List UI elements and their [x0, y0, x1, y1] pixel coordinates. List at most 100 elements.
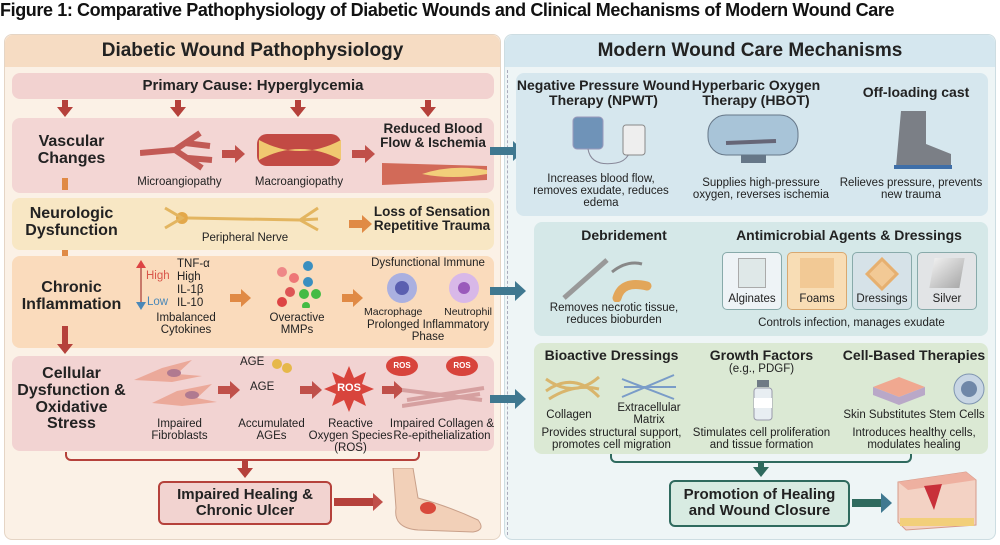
ros-burst-icon: ROS	[386, 356, 418, 376]
collagen-label: Collagen	[546, 409, 592, 421]
neutrophil-label: Neutrophil	[444, 306, 492, 318]
divider	[507, 70, 508, 535]
panel-header: Modern Wound Care Mechanisms	[505, 35, 995, 67]
microvessel-icon	[140, 130, 213, 171]
bioactive-title: Bioactive Dressings	[544, 347, 679, 363]
healing-skin-icon	[897, 471, 977, 531]
mmp-label: Overactive MMPs	[269, 312, 325, 337]
arrow-stem	[62, 178, 68, 190]
macro-label: Macroangiopathy	[254, 176, 344, 188]
right-arrow	[852, 493, 892, 513]
growth-sub: (e.g., PDGF)	[728, 363, 795, 375]
age-label: AGE	[250, 381, 275, 393]
npwt-desc: Increases blood flow, removes exudate, r…	[533, 173, 669, 210]
immune-label: Dysfunctional Immune	[371, 257, 485, 269]
npwt-device-icon	[572, 116, 646, 165]
cellular-row: Cellular Dysfunction & Oxidative Stress …	[12, 356, 495, 455]
antimicrobial-title: Antimicrobial Agents & Dressings	[736, 227, 962, 243]
cytokine: TNF-α	[177, 258, 210, 270]
result-line: Loss of Sensation	[373, 204, 491, 219]
arrow-stem	[62, 250, 68, 256]
right-arrow	[222, 145, 245, 163]
ischemic-vessel-icon	[382, 163, 487, 185]
npwt-title: Negative Pressure Wound Therapy (NPWT)	[516, 77, 691, 108]
phase-label: Prolonged Inflammatory Phase	[366, 319, 490, 344]
right-arrow	[352, 145, 375, 163]
arrow-stem	[242, 461, 248, 469]
primary-cause-box: Primary Cause: Hyperglycemia	[12, 73, 494, 99]
skin-stem-labels: Skin Substitutes Stem Cells	[839, 409, 989, 421]
collagen-ecm-icon	[545, 374, 676, 401]
stem-cells-label: Stem Cells	[929, 409, 985, 421]
age-label: AGE	[240, 356, 265, 368]
cytokines-label: Imbalanced Cytokines	[156, 312, 216, 337]
arrow-stem	[62, 100, 68, 108]
cast-title: Off-loading cast	[862, 84, 970, 100]
offloading-cast-icon	[894, 111, 952, 169]
primary-cause: Primary Cause: Hyperglycemia	[142, 77, 364, 94]
debridement-title: Debridement	[581, 227, 667, 243]
debridement-row: Debridement Removes necrotic tissue, red…	[534, 222, 988, 336]
foam-icon	[800, 258, 834, 288]
macrophage-label: Macrophage	[364, 306, 423, 318]
alginate-icon	[738, 258, 766, 288]
arrow-stem	[425, 100, 431, 108]
debridement-desc: Removes necrotic tissue, reduces bioburd…	[549, 302, 679, 327]
inflammation-label: Chronic Inflammation	[21, 279, 122, 313]
panel-header: Diabetic Wound Pathophysiology	[5, 35, 500, 67]
right-arrow	[490, 281, 526, 301]
damaged-collagen-icon	[402, 386, 485, 408]
cell-therapy-title: Cell-Based Therapies	[842, 347, 986, 363]
vascular-label: Vascular Changes	[37, 133, 106, 167]
ros-label: Reactive Oxygen Species (ROS)	[308, 418, 393, 455]
down-arrow	[753, 467, 769, 477]
neurologic-label: Neurologic Dysfunction	[25, 205, 118, 239]
micro-label: Microangiopathy	[137, 176, 222, 188]
ages-label: Accumulated AGEs	[238, 418, 305, 443]
hbot-desc: Supplies high-pressure oxygen, reverses …	[692, 177, 830, 202]
growth-title: Growth Factors	[709, 347, 814, 363]
figure-title: Figure 1: Comparative Pathophysiology of…	[0, 0, 895, 20]
bioactive-row: Bioactive Dressings Collagen Extracellul…	[534, 343, 988, 454]
cytokine: IL-10	[177, 297, 204, 309]
cellular-label: Cellular Dysfunction & Oxidative Stress	[17, 365, 126, 433]
down-arrow	[420, 107, 436, 117]
ecm-label: Extracellular Matrix	[617, 402, 681, 427]
result-line: Repetitive Trauma	[373, 218, 491, 234]
right-arrow	[490, 389, 526, 409]
ischemia-label: Reduced Blood Flow & Ischemia	[380, 121, 486, 151]
high-label: High	[146, 270, 170, 282]
nerve-label: Peripheral Nerve	[201, 232, 289, 244]
hyperbaric-chamber-icon	[707, 114, 799, 163]
immune-cells-icon	[387, 273, 479, 303]
cytokine: IL-1β	[177, 284, 204, 296]
right-arrow	[218, 381, 240, 399]
right-arrow	[349, 215, 372, 233]
fibroblast-icon	[134, 360, 217, 406]
right-arrow	[342, 289, 363, 307]
arrow-stem	[62, 326, 68, 346]
down-arrow	[57, 107, 73, 117]
arrow-stem	[295, 100, 301, 108]
artery-icon	[257, 134, 341, 166]
down-arrow	[290, 107, 306, 117]
cast-desc: Relieves pressure, prevents new trauma	[839, 177, 983, 202]
age-molecule-icon	[272, 359, 292, 373]
low-label: Low	[147, 296, 169, 308]
arrow-stem	[175, 100, 181, 108]
high-low-arrow-icon	[136, 260, 146, 310]
collagen-label: Impaired Collagen & Re-epithelialization	[389, 418, 495, 443]
right-arrow	[382, 381, 404, 399]
right-arrow	[230, 289, 251, 307]
cell-labels: Macrophage Neutrophil	[364, 306, 492, 318]
bioactive-desc: Provides structural support, promotes ce…	[541, 427, 682, 452]
right-arrow	[334, 493, 383, 511]
right-arrow	[490, 141, 524, 161]
therapy-row: Negative Pressure Wound Therapy (NPWT) I…	[516, 73, 988, 216]
ros-burst-icon	[324, 366, 374, 412]
down-arrow	[170, 107, 186, 117]
impaired-healing-box: Impaired Healing & Chronic Ulcer	[158, 481, 332, 525]
